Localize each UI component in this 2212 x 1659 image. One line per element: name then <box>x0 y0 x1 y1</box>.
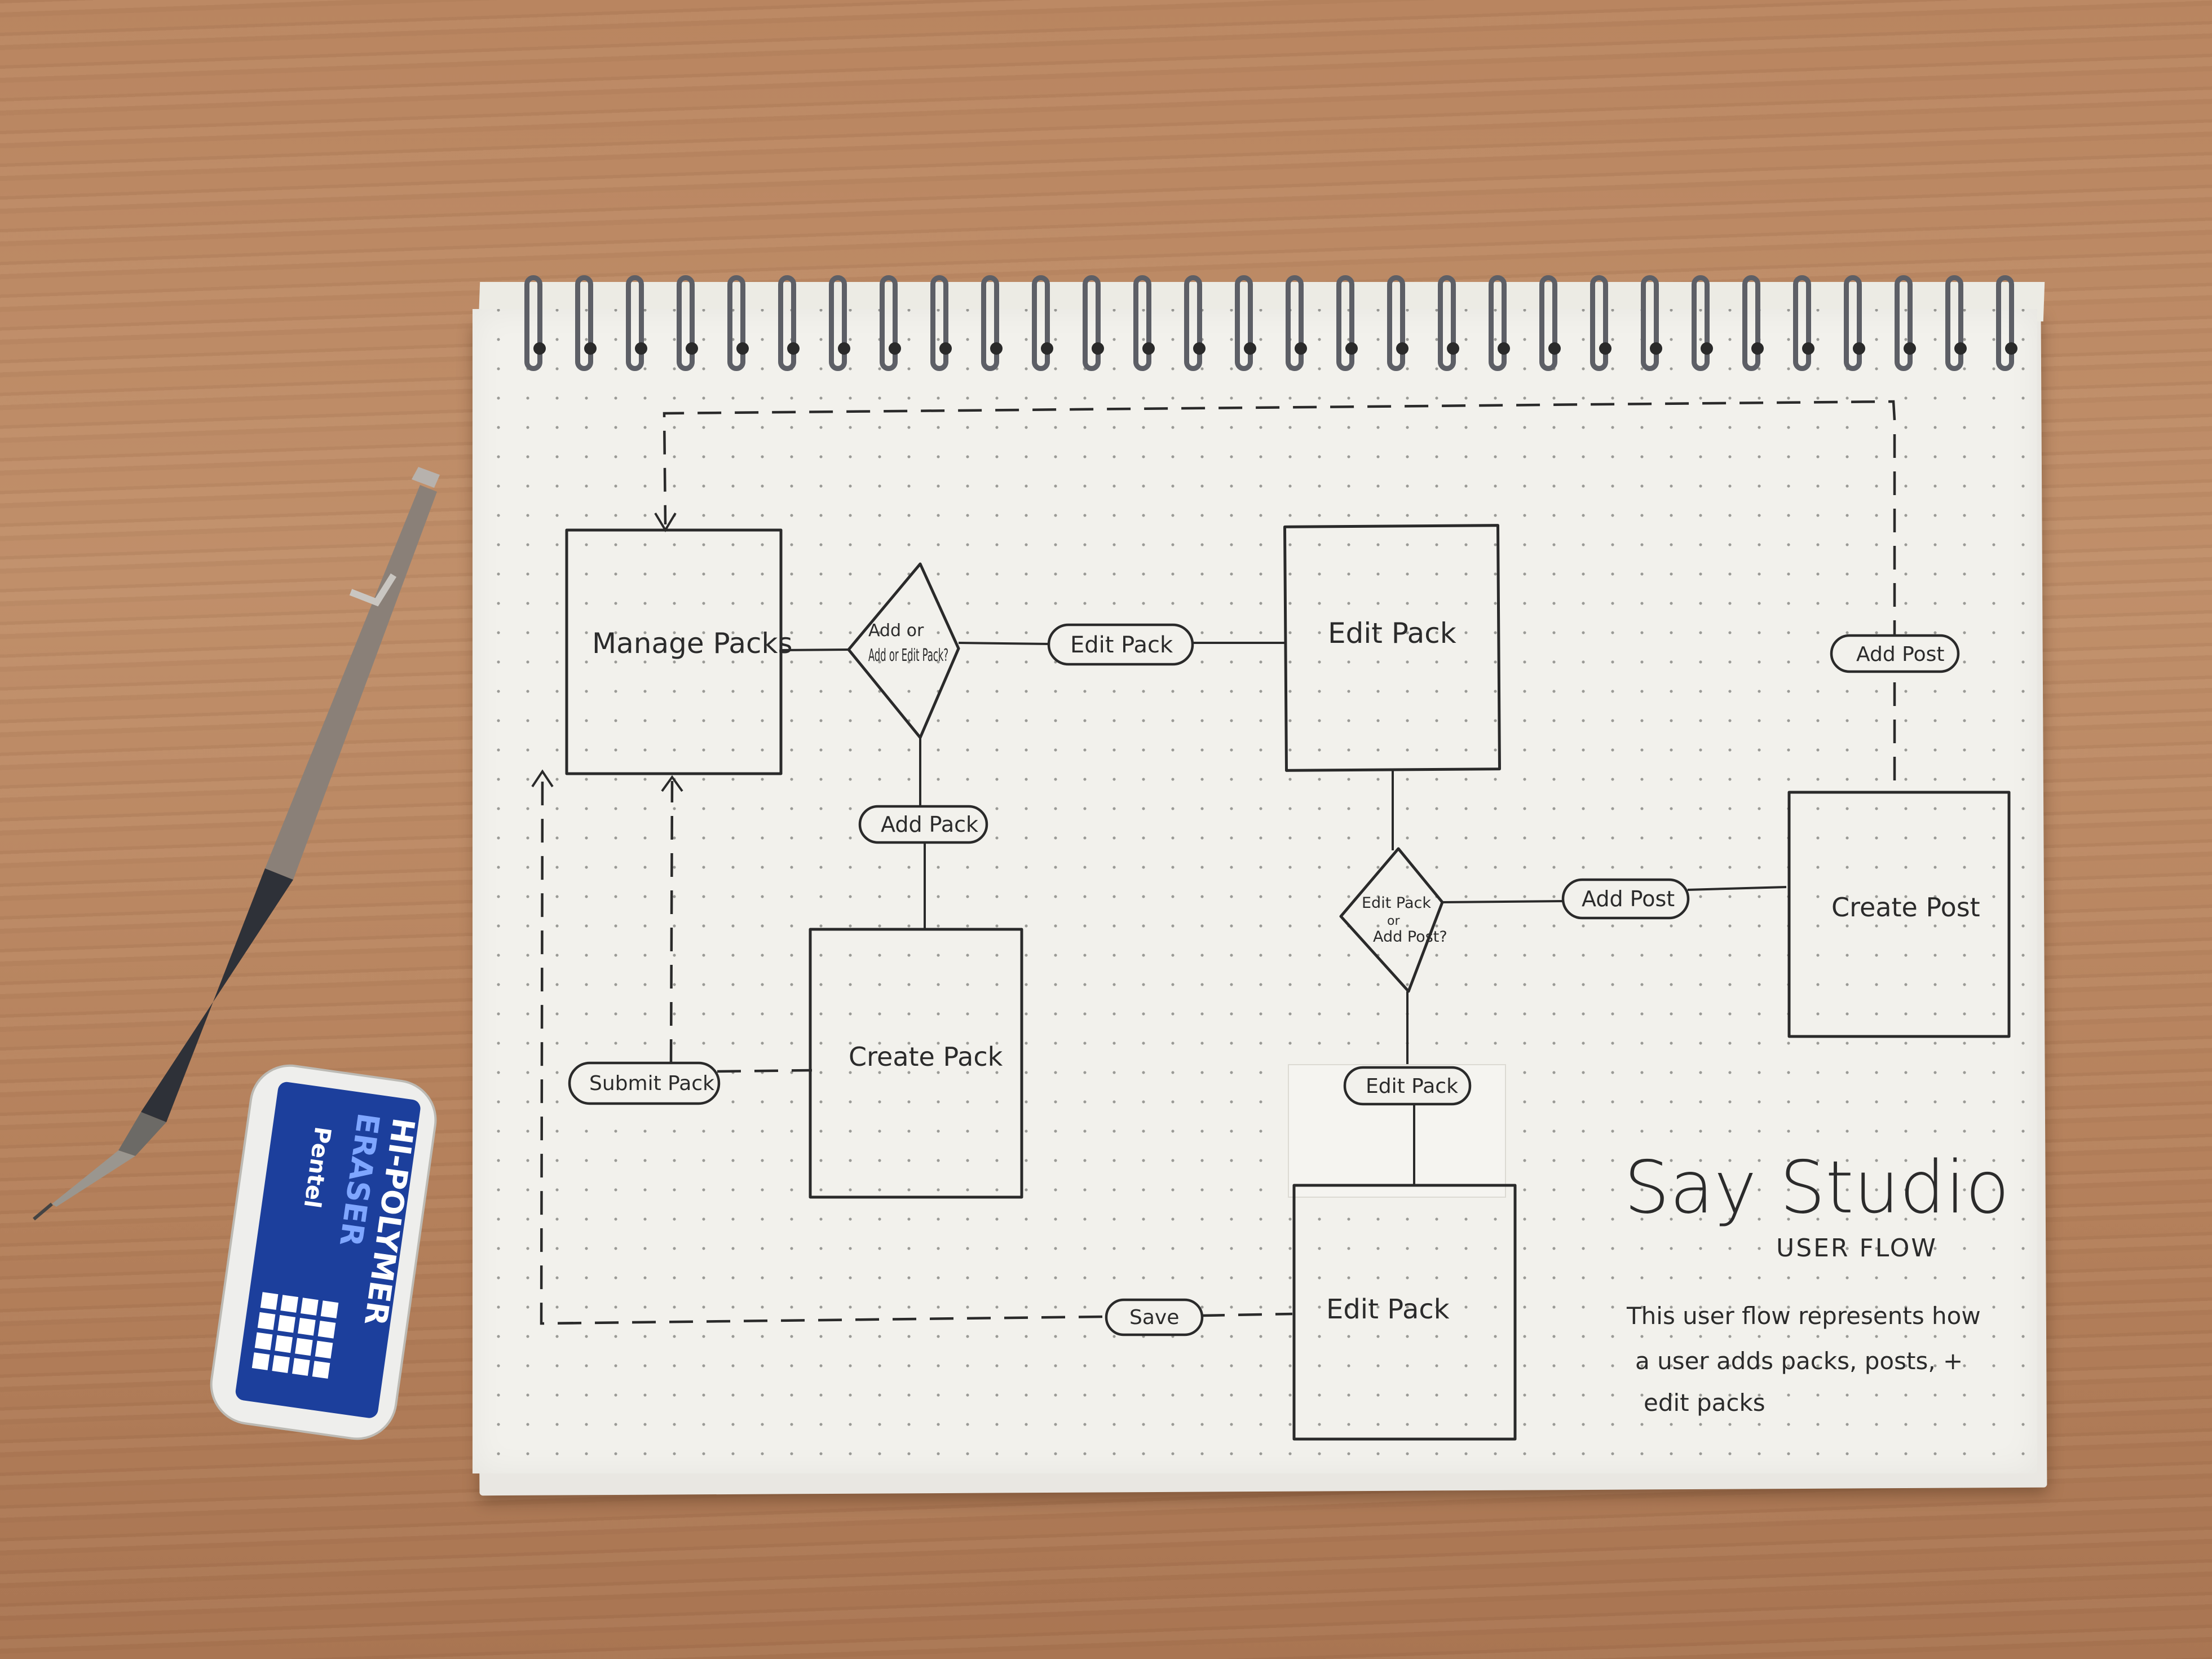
spiral-ring <box>1590 275 1611 371</box>
edge-pill-submit-pack <box>568 1061 721 1105</box>
edge-pill-save <box>1105 1298 1204 1336</box>
edit-pack-box-top <box>1283 524 1502 772</box>
spiral-ring <box>1286 275 1307 371</box>
spiral-ring <box>880 275 901 371</box>
spiral-ring <box>1996 275 2017 371</box>
dashed-create-to-submit <box>717 1069 813 1073</box>
arrowhead-manage-left <box>531 769 554 788</box>
dashed-save-to-edit <box>1200 1312 1293 1317</box>
connector-decision-editpill <box>958 642 1050 645</box>
dashed-loop-bottom <box>540 775 1103 1325</box>
create-post-box <box>1787 791 2011 1038</box>
spiral-ring <box>1895 275 1916 371</box>
eraser: HI-POLYMER ERASER Pentel <box>210 1064 437 1440</box>
spiral-ring <box>524 275 546 371</box>
edge-pill-edit-pack-bottom <box>1343 1066 1472 1106</box>
spiral-ring <box>1438 275 1459 371</box>
spiral-ring <box>981 275 1003 371</box>
edge-label-add-post-top: Add Post <box>1856 643 1944 666</box>
edge-label-submit-pack: Submit Pack <box>589 1072 714 1095</box>
spiral-ring <box>1539 275 1561 371</box>
mechanical-pencil <box>33 467 440 1221</box>
diagram-title: Say Studio <box>1624 1146 2010 1230</box>
spiral-ring <box>1083 275 1104 371</box>
label-decision-pack-post-2: or <box>1387 914 1400 928</box>
edge-label-save: Save <box>1129 1306 1179 1329</box>
description-line-2: a user adds packs, posts, + <box>1635 1347 1963 1375</box>
edit-pack-box-bottom <box>1292 1184 1517 1441</box>
spiral-ring <box>1184 275 1206 371</box>
edge-pill-add-post-right <box>1561 878 1690 920</box>
dot-grid-page <box>473 309 2037 1473</box>
spiral-ring <box>1692 275 1713 371</box>
edge-pill-add-pack <box>858 805 988 844</box>
spiral-ring <box>1489 275 1510 371</box>
spiral-ring <box>575 275 597 371</box>
spiral-ring <box>1133 275 1155 371</box>
manage-packs-box <box>565 528 783 775</box>
label-decision-add-or-edit-1: Add or <box>868 621 924 641</box>
spiral-ring <box>1793 275 1814 371</box>
label-decision-add-or-edit: Add or Edit Pack? <box>868 646 948 665</box>
label-create-post: Create Post <box>1831 892 1980 923</box>
dashed-submit-to-manage <box>669 780 674 1064</box>
spiral-ring <box>727 275 749 371</box>
diagram-subtitle: USER FLOW <box>1776 1234 1937 1263</box>
spiral-ring <box>1235 275 1256 371</box>
edge-label-edit-pack-bottom: Edit Pack <box>1366 1075 1458 1098</box>
spiral-ring <box>1032 275 1053 371</box>
spiral-ring <box>1742 275 1764 371</box>
spiral-ring <box>1336 275 1358 371</box>
label-decision-pack-post-1: Edit Pack <box>1362 894 1431 912</box>
connector-decision2-addpost <box>1442 900 1564 903</box>
decision-pack-or-post <box>1339 847 1444 993</box>
label-manage-packs: Manage Packs <box>592 627 793 660</box>
edge-label-add-post-right: Add Post <box>1582 886 1675 911</box>
edge-pill-edit-pack <box>1047 623 1194 666</box>
label-create-pack: Create Pack <box>849 1042 1003 1072</box>
label-decision-pack-post-3: Add Post? <box>1373 928 1447 946</box>
arrowhead-submit <box>661 775 683 792</box>
spiral-ring <box>1641 275 1662 371</box>
spiral-ring <box>626 275 647 371</box>
spiral-ring <box>778 275 800 371</box>
dashed-loop-top <box>663 400 1896 525</box>
description-line-3: edit packs <box>1644 1389 1765 1417</box>
connector-addpost-createpost <box>1687 886 1787 891</box>
spiral-ring <box>930 275 952 371</box>
spiral-ring <box>1945 275 1967 371</box>
edge-pill-add-post-top <box>1830 634 1960 673</box>
edge-label-add-pack: Add Pack <box>881 812 978 837</box>
edge-label-edit-pack: Edit Pack <box>1070 632 1173 658</box>
label-edit-pack-top: Edit Pack <box>1328 617 1456 650</box>
eraser-grid-logo <box>251 1292 339 1379</box>
spiral-ring <box>677 275 698 371</box>
description-line-1: This user flow represents how <box>1626 1302 1981 1330</box>
spiral-ring <box>1844 275 1865 371</box>
decision-add-or-edit <box>847 562 960 739</box>
spiral-ring <box>1387 275 1409 371</box>
label-edit-pack-bottom: Edit Pack <box>1326 1294 1450 1325</box>
spiral-ring <box>829 275 850 371</box>
create-pack-box <box>809 928 1023 1199</box>
